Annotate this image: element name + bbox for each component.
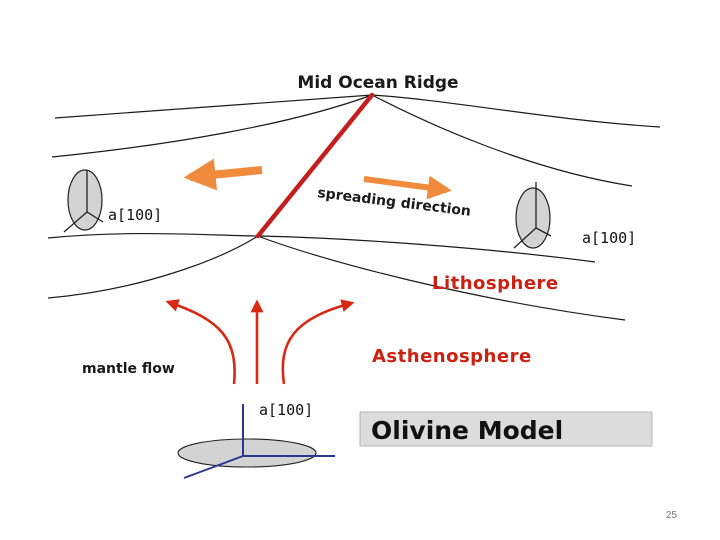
- flow-arrow-right: [281, 299, 355, 385]
- page-number: 25: [666, 510, 678, 521]
- asthenosphere-label: Asthenosphere: [372, 346, 532, 367]
- left-olivine-grain: [63, 169, 104, 233]
- bottom-axis-label: a[100]: [259, 401, 313, 419]
- left-axis-label: a[100]: [108, 206, 162, 224]
- diagram-title: Mid Ocean Ridge: [297, 73, 458, 93]
- spreading-direction-label: spreading direction: [317, 185, 472, 220]
- mantle-flow-arrows: [165, 299, 355, 385]
- flow-arrow-left: [165, 299, 236, 385]
- mantle-flow-label: mantle flow: [82, 361, 175, 377]
- right-olivine-grain: [513, 182, 552, 249]
- left-plate-arrow: [183, 158, 263, 191]
- ridge-line: [255, 92, 375, 239]
- right-plate-arrow: [363, 175, 452, 200]
- model-label: Olivine Model: [371, 416, 563, 445]
- model-label-box: [359, 411, 653, 447]
- right-axis-label: a[100]: [582, 229, 636, 247]
- bottom-olivine-grain: [177, 404, 335, 479]
- lower-curve-2: [47, 235, 626, 321]
- lower-curve-1: [47, 232, 596, 263]
- lithosphere-label: Lithosphere: [432, 273, 559, 294]
- upper-curve-2: [51, 94, 633, 187]
